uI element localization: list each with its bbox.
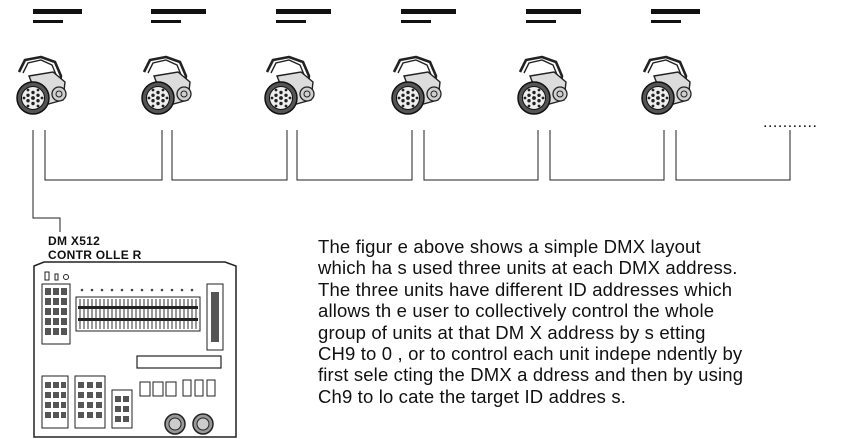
controller-label: DM X512 CONTR OLLE R xyxy=(48,234,142,262)
dmx-controller-console-icon xyxy=(33,261,237,438)
address-bar xyxy=(401,20,431,23)
address-bar xyxy=(151,9,206,14)
dmx-cable xyxy=(675,130,791,181)
controller-label-line: CONTR OLLE R xyxy=(48,248,142,262)
address-bar xyxy=(33,20,63,23)
controller-label-line: DM X512 xyxy=(48,234,101,248)
address-bar xyxy=(526,9,581,14)
led-par-fixture-icon xyxy=(15,55,68,116)
description-line: which ha s used three units at each DMX … xyxy=(318,257,738,279)
address-bars xyxy=(33,9,700,23)
continuation-dots: ........... xyxy=(763,114,818,131)
dmx-cable xyxy=(296,130,413,181)
description-line: allows th e user to collectively control… xyxy=(318,300,715,322)
address-bar xyxy=(651,20,681,23)
controller-cable xyxy=(32,130,61,232)
dmx-cable xyxy=(423,130,539,181)
address-bar xyxy=(276,20,306,23)
address-bar xyxy=(276,9,331,14)
dmx-cable xyxy=(549,130,665,181)
description-line: group of units at that DM X address by s… xyxy=(318,321,706,343)
address-bar xyxy=(651,9,700,14)
led-par-fixture-icon xyxy=(390,55,443,116)
description-text: The figur e above shows a simple DMX lay… xyxy=(318,236,851,407)
description-line: The figur e above shows a simple DMX lay… xyxy=(318,236,701,257)
address-bar xyxy=(401,9,456,14)
led-par-fixture-icon xyxy=(140,55,193,116)
description-line: The three units have different ID addres… xyxy=(318,278,733,300)
led-par-fixture-icon xyxy=(516,55,569,116)
description-line: Ch9 to lo cate the target ID addres s. xyxy=(318,385,627,407)
address-bar xyxy=(526,20,556,23)
dmx-cable xyxy=(44,130,163,181)
led-par-fixture-icon xyxy=(263,55,316,116)
address-bar xyxy=(151,20,181,23)
description-line: first sele cting the DMX a ddress and th… xyxy=(318,364,744,386)
dmx-cable-links xyxy=(32,130,791,232)
description-line: CH9 to 0 , or to control each unit indep… xyxy=(318,343,743,365)
led-par-fixture-icon xyxy=(640,55,693,116)
dmx-cable xyxy=(171,130,288,181)
address-bar xyxy=(33,9,82,14)
